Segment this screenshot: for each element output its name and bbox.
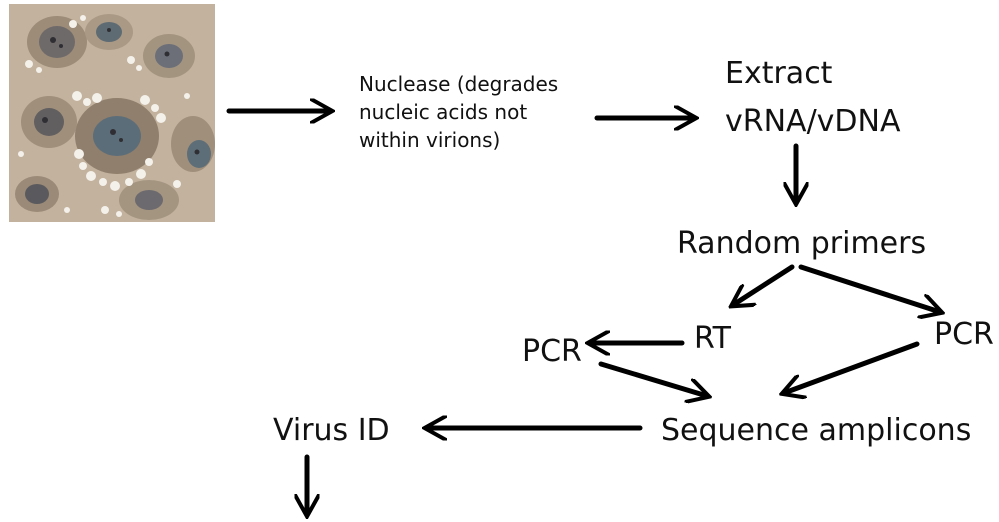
random-primers-label: Random primers — [677, 226, 927, 261]
virus-id-label: Virus ID — [273, 413, 390, 448]
extract-line-2: vRNA/vDNA — [725, 104, 901, 139]
pcr-left-label: PCR — [522, 334, 582, 369]
rt-label: RT — [694, 321, 731, 356]
arrow-pcr-right-to-sequence — [784, 341, 920, 393]
pcr-right-label: PCR — [934, 317, 994, 352]
arrow-pcr-left-to-sequence — [598, 361, 707, 396]
nuclease-line-3: within virions) — [359, 128, 501, 152]
nuclease-step-label: Nuclease (degrades nucleic acids not wit… — [359, 70, 558, 154]
nuclease-line-1: Nuclease (degrades — [359, 72, 559, 96]
arrow-primers-to-pcr-right — [798, 264, 940, 312]
extract-step-label: Extract vRNA/vDNA — [725, 50, 901, 146]
sequence-amplicons-label: Sequence amplicons — [661, 413, 972, 448]
extract-line-1: Extract — [725, 56, 833, 91]
cell-culture-micrograph — [9, 4, 215, 222]
cell-culture-image — [9, 4, 215, 222]
nuclease-line-2: nucleic acids not — [359, 100, 528, 124]
arrow-primers-to-rt — [733, 264, 795, 305]
